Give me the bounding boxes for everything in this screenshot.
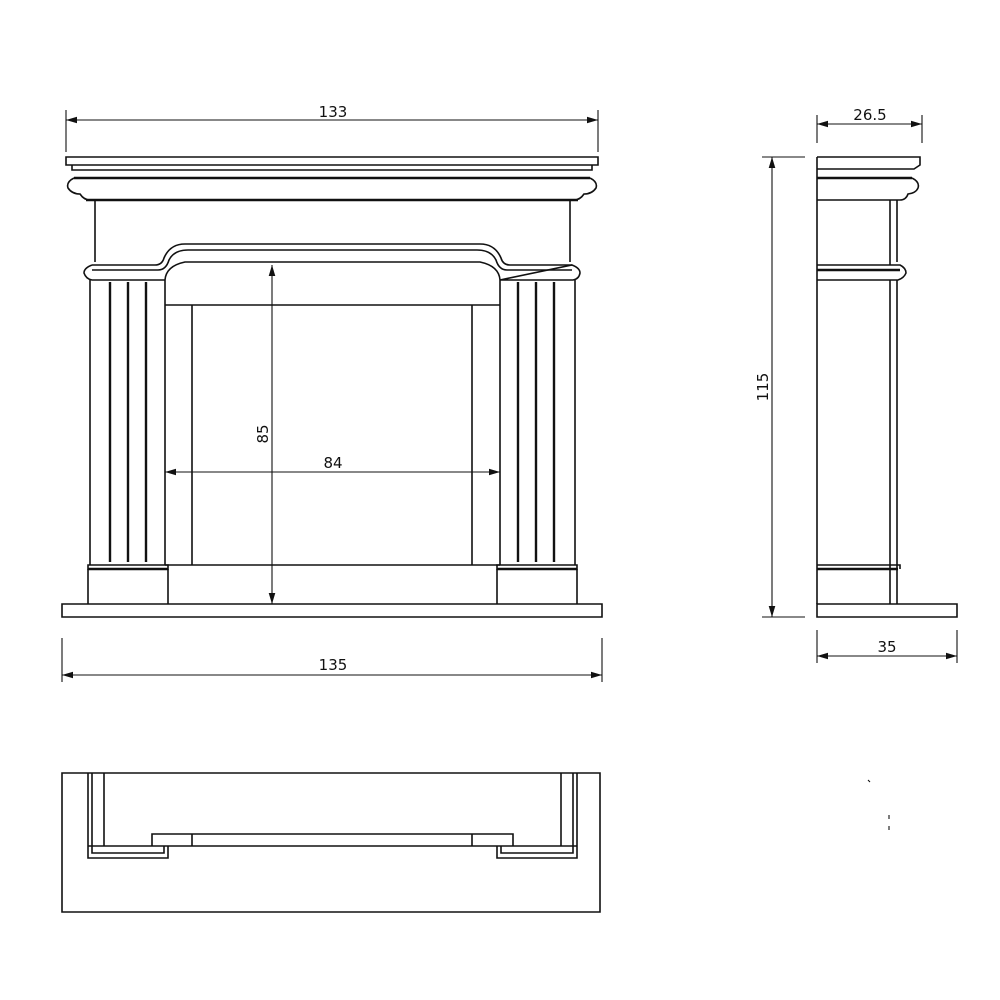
dimension-label: 85 [254, 424, 272, 443]
dimension-26-5: 26.5 [816, 106, 923, 143]
dimension-label: 26.5 [853, 106, 886, 124]
dimension-35: 35 [816, 630, 958, 663]
dimension-label: 135 [319, 656, 348, 674]
dimension-85: 85 [254, 265, 276, 604]
dimension-135: 135 [61, 638, 603, 682]
dimension-label: 35 [877, 638, 896, 656]
dimension-84: 84 [165, 454, 500, 476]
side-elevation [816, 156, 958, 618]
dimension-label: 133 [319, 103, 348, 121]
dimension-label: 84 [323, 454, 342, 472]
plan-view [61, 772, 601, 913]
dimension-133: 133 [65, 103, 599, 152]
front-elevation [61, 156, 603, 618]
dimension-115: 115 [754, 156, 805, 618]
stray-marks [867, 779, 890, 830]
dimension-label: 115 [754, 373, 772, 402]
